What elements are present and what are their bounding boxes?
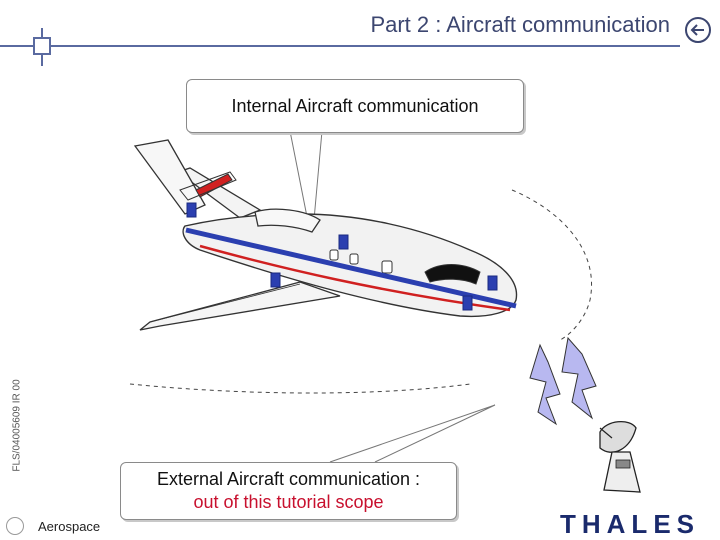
circle-mark-icon xyxy=(6,517,24,535)
satellite-dish-icon xyxy=(599,421,641,493)
header-decoration xyxy=(0,28,680,66)
external-communication-label: External Aircraft communication : xyxy=(156,469,421,489)
aircraft-near-wing xyxy=(139,281,341,331)
aircraft-tail-fin xyxy=(133,139,206,215)
aircraft-cabin-windows xyxy=(329,249,393,274)
scope-note: out of this tutorial scope xyxy=(193,492,384,512)
document-code: FLS/04005609 IR 00 xyxy=(11,379,23,472)
aircraft-red-stripe xyxy=(199,244,511,312)
bus-nodes xyxy=(186,202,498,311)
internal-communication-callout: Internal Aircraft communication xyxy=(186,79,524,133)
back-arrow-circle-icon[interactable] xyxy=(684,16,712,44)
lightning-bolt-icon xyxy=(561,336,597,420)
aircraft-engine xyxy=(254,208,321,233)
external-range-dashed xyxy=(129,383,471,394)
lightning-bolt-icon xyxy=(529,343,561,426)
external-communication-callout: External Aircraft communication : out of… xyxy=(120,462,457,520)
page-title: Part 2 : Aircraft communication xyxy=(370,12,670,37)
aircraft-cockpit-window xyxy=(424,264,481,285)
svg-text:THALES: THALES xyxy=(560,509,700,539)
thales-logo: THALES xyxy=(560,509,700,539)
internal-communication-label: Internal Aircraft communication xyxy=(231,96,479,116)
division-label: Aerospace xyxy=(38,519,101,534)
internal-bus-line xyxy=(185,227,517,309)
aircraft-tail-stripe xyxy=(195,173,233,198)
callout-pointer-external xyxy=(329,404,496,463)
aircraft-far-wing xyxy=(176,167,262,219)
external-range-dashed-right xyxy=(511,189,592,341)
